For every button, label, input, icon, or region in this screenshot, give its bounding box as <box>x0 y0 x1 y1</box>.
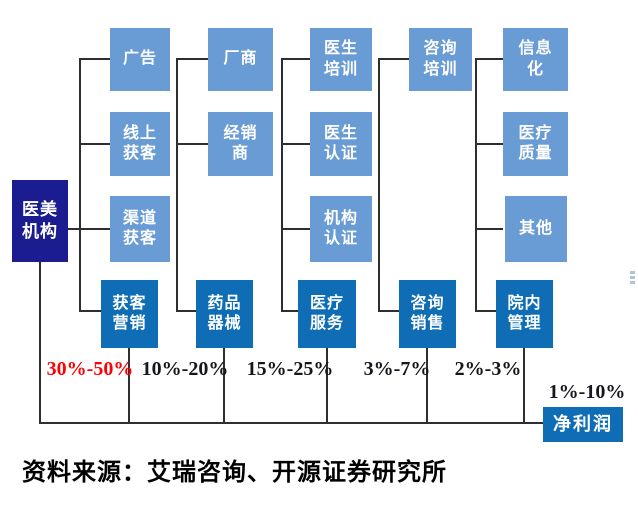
node-medical-aesthetics-institution: 医美 机构 <box>12 180 68 262</box>
connector-line <box>475 310 496 312</box>
node-label: 医生 培训 <box>323 40 358 78</box>
node-doctor-certification: 医生 认证 <box>310 112 372 176</box>
node-doctor-training: 医生 培训 <box>310 28 372 91</box>
node-customer-acquisition-marketing: 获客 营销 <box>101 280 158 348</box>
node-distributor: 经销 商 <box>208 112 273 176</box>
connector-line <box>79 58 110 60</box>
connector-line <box>475 58 503 60</box>
percent-net-profit: 1%-10% <box>548 381 626 403</box>
connector-line <box>176 310 196 312</box>
node-label: 渠道 获客 <box>122 209 157 247</box>
node-manufacturer: 厂商 <box>208 28 273 91</box>
node-channel-customer-acquisition: 渠道 获客 <box>110 196 170 262</box>
connector-line <box>176 143 208 145</box>
node-label: 其他 <box>518 219 553 237</box>
node-medical-services: 医疗 服务 <box>298 280 356 348</box>
connector-line <box>281 310 298 312</box>
connector-line <box>475 143 503 145</box>
connector-line <box>79 58 81 312</box>
node-label: 医疗 质量 <box>518 124 553 162</box>
connector-line <box>79 310 101 312</box>
node-medical-quality: 医疗 质量 <box>503 112 568 176</box>
connector-line <box>378 58 409 60</box>
node-advertising: 广告 <box>110 28 170 91</box>
drop-line <box>523 346 525 424</box>
node-label: 咨询 销售 <box>410 294 445 332</box>
percent-medical-services: 15%-25% <box>246 358 334 380</box>
connector-line <box>79 143 110 145</box>
drop-line <box>223 346 225 424</box>
node-label: 厂商 <box>223 50 258 68</box>
node-label: 线上 获客 <box>122 124 157 162</box>
connector-line <box>176 58 208 60</box>
source-note: 资料来源：艾瑞咨询、开源证券研究所 <box>22 460 447 486</box>
node-label: 净利润 <box>553 413 613 434</box>
connector-line <box>66 228 110 230</box>
drop-line <box>326 346 328 424</box>
connector-line <box>176 58 178 312</box>
drop-line <box>426 346 428 424</box>
node-label: 广告 <box>122 50 157 68</box>
node-net-profit: 净利润 <box>543 407 623 442</box>
node-drugs-devices: 药品 器械 <box>196 280 253 348</box>
connector-line <box>378 58 380 312</box>
connector-line <box>281 143 310 145</box>
percent-customer-acquisition-marketing: 30%-50% <box>46 358 134 380</box>
connector-line <box>281 58 283 312</box>
bottom-rail <box>39 422 545 424</box>
node-in-hospital-management: 院内 管理 <box>496 280 553 348</box>
node-label: 信息 化 <box>518 40 553 78</box>
node-label: 机构 认证 <box>323 209 358 247</box>
percent-consulting-sales: 3%-7% <box>363 358 431 380</box>
node-label: 院内 管理 <box>507 294 542 332</box>
node-others: 其他 <box>505 196 567 262</box>
connector-line <box>281 58 310 60</box>
percent-in-hospital-management: 2%-3% <box>454 358 522 380</box>
drop-line <box>128 346 130 424</box>
node-label: 医疗 服务 <box>309 294 344 332</box>
node-label: 医生 认证 <box>323 124 358 162</box>
connector-line <box>475 228 503 230</box>
node-consulting-training: 咨询 培训 <box>409 28 472 91</box>
node-label: 获客 营销 <box>112 294 147 332</box>
node-label: 药品 器械 <box>207 294 242 332</box>
connector-line <box>378 310 399 312</box>
node-label: 医美 机构 <box>22 200 58 241</box>
connector-line <box>475 58 477 312</box>
node-label: 咨询 培训 <box>423 40 458 78</box>
node-online-customer-acquisition: 线上 获客 <box>110 112 170 176</box>
node-informatization: 信息 化 <box>503 28 568 91</box>
node-label: 经销 商 <box>223 124 258 162</box>
clipped-glyph-fragment <box>630 271 635 284</box>
node-institution-certification: 机构 认证 <box>310 196 372 262</box>
percent-drugs-devices: 10%-20% <box>141 358 229 380</box>
node-consulting-sales: 咨询 销售 <box>399 280 456 348</box>
connector-line <box>281 228 310 230</box>
drop-line <box>39 260 41 424</box>
